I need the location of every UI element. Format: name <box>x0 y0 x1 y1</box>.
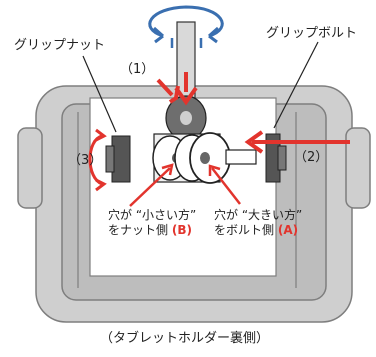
grip-disc-top <box>165 95 207 141</box>
step2-arrow-icon <box>244 130 350 154</box>
step3-label: （3） <box>68 153 103 168</box>
grip-bolt-label: グリップボルト <box>266 26 358 41</box>
large-hole-pointer <box>208 164 241 205</box>
step2-label: （2） <box>294 150 329 165</box>
large-hole-note-text: をボルト側 <box>214 223 278 237</box>
small-hole-note-tag: (B) <box>171 223 192 237</box>
large-hole-note-tag: (A) <box>277 223 299 237</box>
grip-bolt-icon <box>265 133 287 183</box>
grip-nut-leader <box>82 55 117 133</box>
step3-rotate-icon <box>88 128 107 192</box>
step1-label: （1） <box>120 62 155 77</box>
small-hole-note-line1: 穴が “小さい方” <box>108 208 197 222</box>
step1-arrow-icon <box>156 72 198 106</box>
large-hole-note-line2: をボルト側 (A) <box>214 223 298 237</box>
grip-nut-icon <box>105 135 131 183</box>
small-hole-note-text: をナット側 <box>108 223 172 237</box>
grip-bolt-leader <box>273 41 319 129</box>
rotate-arrow-icon <box>148 5 224 48</box>
grip-disc-large-hole <box>174 132 257 184</box>
small-hole-note-line2: をナット側 (B) <box>108 223 192 237</box>
small-hole-pointer <box>129 163 174 207</box>
caption: （タブレットホルダー裏側） <box>100 331 270 346</box>
large-hole-note-line1: 穴が “大きい方” <box>214 208 303 222</box>
grip-nut-label: グリップナット <box>14 38 106 53</box>
